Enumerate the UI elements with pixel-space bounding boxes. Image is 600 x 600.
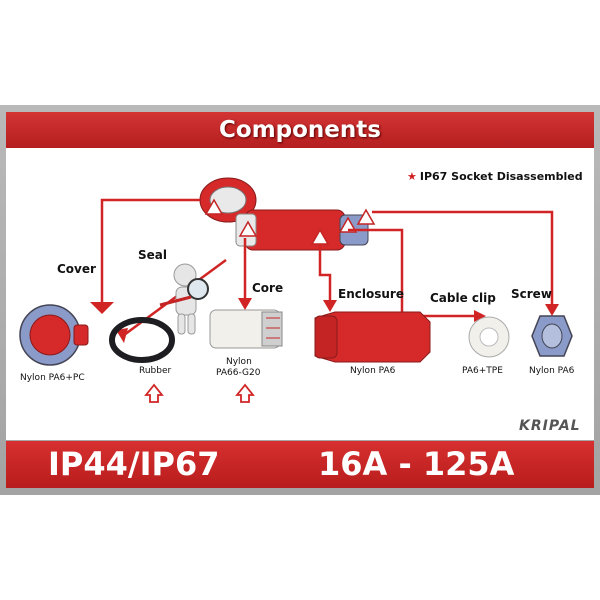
current-rating: 16A - 125A (318, 445, 515, 483)
arrow-heads (90, 298, 559, 343)
material-screw: Nylon PA6 (529, 366, 575, 376)
rating-banner (6, 441, 594, 488)
assembled-socket-image (199, 177, 376, 251)
label-enclosure: Enclosure (338, 287, 404, 301)
label-cover: Cover (57, 262, 96, 276)
up-arrow-icons (144, 383, 255, 403)
core-part-image (209, 309, 283, 349)
seal-ring-image (109, 317, 175, 363)
page-title: Components (219, 117, 381, 143)
material-cable-clip: PA6+TPE (462, 366, 503, 376)
enclosure-part-image (314, 311, 431, 363)
title-bar (6, 112, 594, 148)
brand-logo: KRIPAL (519, 418, 581, 434)
label-core: Core (252, 281, 284, 295)
label-screw: Screw (511, 287, 552, 301)
label-seal: Seal (138, 248, 167, 262)
label-cable-clip: Cable clip (430, 291, 496, 305)
star-icon: ★ (407, 170, 417, 183)
material-enclosure: Nylon PA6 (350, 366, 396, 376)
screw-part-image (531, 315, 573, 357)
material-core-line2: PA66-G20 (216, 368, 261, 378)
legend-text: IP67 Socket Disassembled (419, 170, 583, 183)
material-cover: Nylon PA6+PC (20, 373, 85, 383)
protection-rating: IP44/IP67 (48, 445, 220, 483)
components-panel (6, 148, 594, 440)
figure-with-magnifier-image (159, 263, 209, 335)
material-seal: Rubber (139, 366, 172, 376)
legend: ★IP67 Socket Disassembled (407, 170, 583, 183)
connector-arrows (100, 198, 554, 337)
cover-part-image (19, 304, 89, 366)
cable-clip-image (468, 316, 510, 358)
material-core-line1: Nylon (226, 357, 252, 367)
